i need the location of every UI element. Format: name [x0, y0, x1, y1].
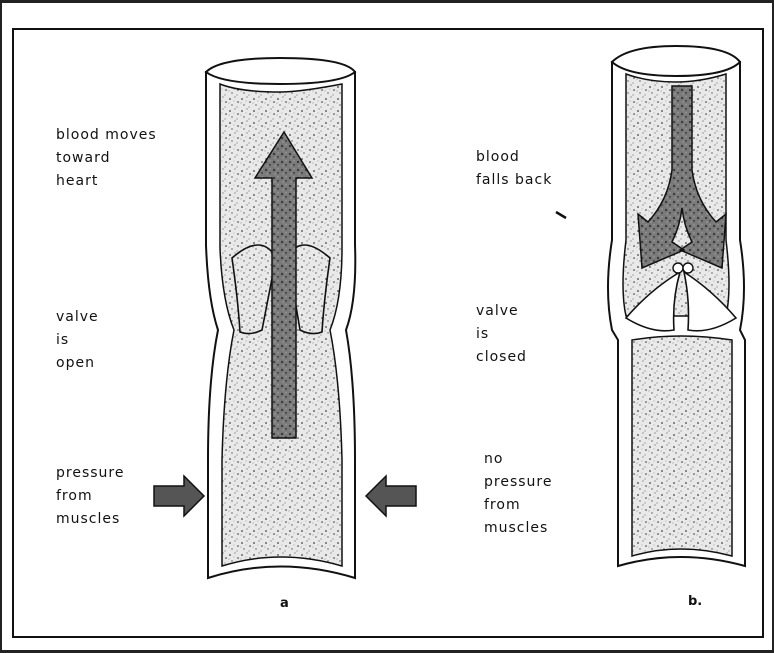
muscle-pressure-left-arrow	[154, 476, 204, 516]
muscle-pressure-right-arrow	[366, 476, 416, 516]
label-blood-falls-back: blood falls back	[476, 146, 552, 192]
label-pressure: pressure from muscles	[56, 462, 124, 531]
caption-a: a	[280, 596, 289, 611]
stray-mark	[556, 212, 566, 218]
caption-b: b.	[688, 594, 702, 609]
vein-a	[206, 58, 355, 578]
label-valve-open: valve is open	[56, 306, 99, 375]
label-blood-moves: blood moves toward heart	[56, 124, 157, 193]
label-valve-closed: valve is closed	[476, 300, 527, 369]
vein-b	[608, 46, 745, 566]
label-no-pressure: no pressure from muscles	[484, 448, 552, 540]
